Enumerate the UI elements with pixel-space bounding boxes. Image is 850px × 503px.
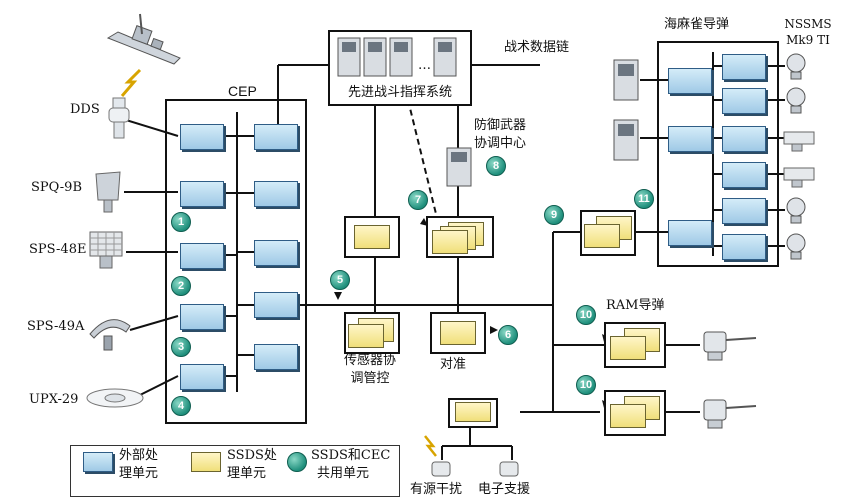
legend-ssds-label-1: SSDS处 xyxy=(227,448,277,463)
cep-external-unit xyxy=(254,344,298,370)
legend-ssds-swatch xyxy=(191,452,221,472)
sensor-label-sps49a: SPS-49A xyxy=(27,319,85,334)
legend-external-swatch xyxy=(83,452,113,472)
sensor-label-dds: DDS xyxy=(70,102,100,117)
ssds-unit-container xyxy=(426,216,494,258)
ram-title: RAM导弹 xyxy=(606,298,665,313)
cep-label: CEP xyxy=(228,83,257,99)
essm-external-unit xyxy=(722,198,766,224)
radar-icon xyxy=(786,87,806,114)
cep-external-unit xyxy=(180,364,224,390)
dds-antenna-icon xyxy=(108,97,130,139)
badge-2: 2 xyxy=(171,276,191,296)
essm-external-unit xyxy=(668,220,712,246)
badge-7: 7 xyxy=(408,190,428,210)
badge-11: 11 xyxy=(634,189,654,209)
sensor-coord-label-1: 传感器协 xyxy=(343,353,396,368)
spq9b-radar-icon xyxy=(95,171,121,213)
ssds-unit-container xyxy=(604,322,666,368)
alignment-label: 对准 xyxy=(440,357,467,372)
cep-external-unit xyxy=(254,124,298,150)
legend-ssds-label-2: 理单元 xyxy=(227,466,267,481)
cep-external-unit xyxy=(180,304,224,330)
launcher-icon xyxy=(703,399,757,429)
legend-external-label-1: 外部处 xyxy=(119,448,159,463)
active-jamming-label: 有源干扰 xyxy=(410,482,463,497)
sensor-coord-label-2: 调管控 xyxy=(350,371,390,386)
essm-external-unit xyxy=(722,126,766,152)
lightning-bolt xyxy=(120,68,142,97)
launcher-icon xyxy=(783,131,815,152)
launcher-icon xyxy=(783,167,815,188)
ssds-unit-container xyxy=(344,216,400,258)
badge-10: 10 xyxy=(576,375,596,395)
defense-center-label-1: 防御武器 xyxy=(474,118,527,133)
badge-4: 4 xyxy=(171,396,191,416)
ssds-unit-container xyxy=(344,312,400,354)
sps48e-radar-icon xyxy=(89,231,123,269)
essm-external-unit xyxy=(722,54,766,80)
cep-external-unit xyxy=(180,124,224,150)
legend: 外部处 理单元 SSDS处 理单元 SSDS和CEC 共用单元 xyxy=(70,445,400,497)
essm-external-unit xyxy=(722,234,766,260)
console-icon xyxy=(337,37,457,77)
badge-5: 5 xyxy=(330,270,350,290)
console-icon xyxy=(613,119,639,161)
badge-6: 6 xyxy=(498,325,518,345)
ssds-unit-container xyxy=(430,312,486,354)
console-icon xyxy=(613,59,639,101)
cep-external-unit xyxy=(180,181,224,207)
cep-external-unit xyxy=(254,181,298,207)
radar-icon xyxy=(786,197,806,224)
upx29-antenna-icon xyxy=(86,388,144,408)
defense-center-label-2: 协调中心 xyxy=(474,136,527,151)
radar-icon xyxy=(786,233,806,260)
badge-8: 8 xyxy=(486,156,506,176)
sensor-label-spq9b: SPQ-9B xyxy=(31,180,83,195)
radar-icon xyxy=(786,53,806,80)
badge-10: 10 xyxy=(576,305,596,325)
antenna-icon xyxy=(431,461,451,477)
legend-shared-label-1: SSDS和CEC xyxy=(311,448,391,463)
ellipsis: … xyxy=(418,58,431,73)
launcher-icon xyxy=(703,331,757,361)
essm-title: 海麻雀导弹 xyxy=(664,17,730,32)
legend-shared-swatch xyxy=(287,452,307,472)
legend-external-label-2: 理单元 xyxy=(119,466,159,481)
ssds-unit-container xyxy=(580,210,636,256)
cep-external-unit xyxy=(254,240,298,266)
console-icon xyxy=(446,147,472,187)
essm-external-unit xyxy=(668,68,712,94)
badge-1: 1 xyxy=(171,212,191,232)
ship-icon xyxy=(106,13,181,65)
advanced-combat-command-box: … 先进战斗指挥系统 xyxy=(328,30,472,106)
cep-external-unit xyxy=(180,243,224,269)
cep-external-unit xyxy=(254,292,298,318)
sensor-label-upx29: UPX-29 xyxy=(29,392,79,407)
essm-external-unit xyxy=(722,88,766,114)
badge-9: 9 xyxy=(544,205,564,225)
ssds-unit-container xyxy=(604,390,666,436)
sps49a-radar-icon xyxy=(89,319,131,351)
antenna-icon xyxy=(499,461,519,477)
essm-external-unit xyxy=(722,162,766,188)
nssms-label-1: NSSMS xyxy=(784,17,832,31)
advanced-command-label: 先进战斗指挥系统 xyxy=(347,85,452,100)
legend-shared-label-2: 共用单元 xyxy=(317,466,370,481)
tactical-link-label: 战术数据链 xyxy=(504,40,570,55)
sensor-label-sps48e: SPS-48E xyxy=(29,242,87,257)
essm-external-unit xyxy=(668,126,712,152)
nssms-label-2: Mk9 TI xyxy=(786,33,830,47)
badge-3: 3 xyxy=(171,337,191,357)
ssds-unit-container xyxy=(448,398,498,428)
esm-label: 电子支援 xyxy=(478,482,531,497)
